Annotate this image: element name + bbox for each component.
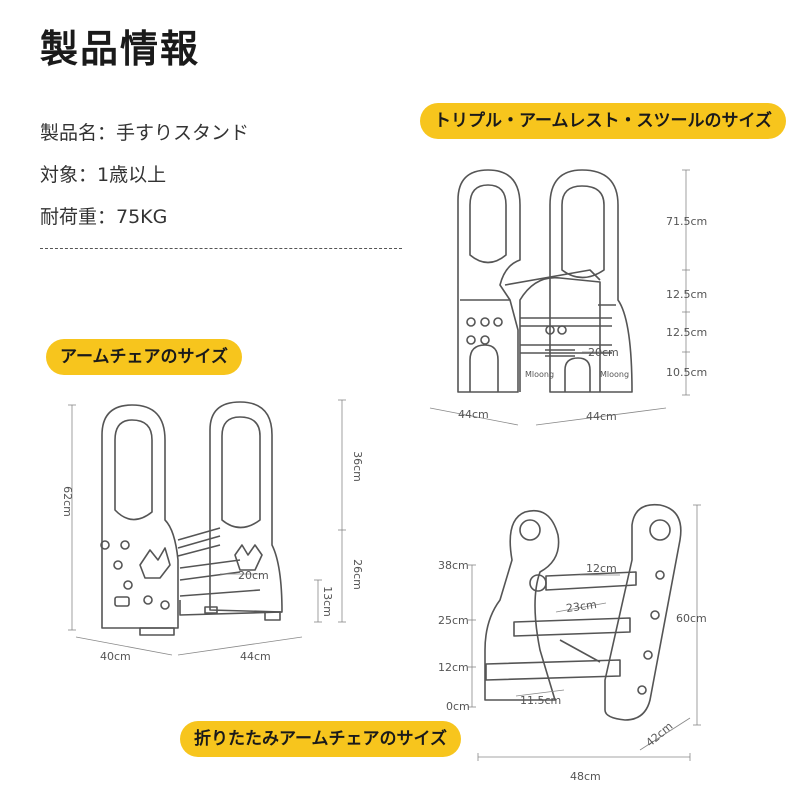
folding-dim-25: 25cm: [438, 614, 469, 627]
page-title: 製品情報: [40, 27, 201, 71]
triple-dim-h1: 71.5cm: [666, 215, 708, 228]
armchair-dim-lower: 26cm: [350, 559, 364, 590]
triple-dim-h2: 12.5cm: [666, 288, 708, 301]
armchair-dim-upper: 36cm: [350, 451, 364, 482]
triple-dim-h3: 12.5cm: [666, 326, 708, 339]
triple-brand-mark-2: Mloong: [600, 370, 630, 379]
folding-dim-38: 38cm: [438, 559, 469, 572]
folding-dim-width: 48cm: [570, 770, 601, 783]
dashed-divider: [40, 248, 402, 249]
target-age: 対象：1歳以上: [40, 164, 167, 186]
armchair-dim-step: 13cm: [320, 586, 334, 617]
section-label-triple: トリプル・アームレスト・スツールのサイズ: [420, 103, 786, 139]
folding-dim-height: 60cm: [676, 612, 707, 625]
section-label-armchair: アームチェアのサイズ: [46, 339, 242, 375]
folding-dim-step-low: 11.5cm: [520, 694, 562, 707]
armchair-dim-depth: 40cm: [100, 650, 131, 663]
triple-dim-inner: 20cm: [588, 346, 619, 359]
armchair-dim-inner: 20cm: [238, 569, 269, 582]
triple-dim-width: 44cm: [586, 410, 617, 423]
armchair-dim-width: 44cm: [240, 650, 271, 663]
folding-chair-drawing: [484, 503, 682, 721]
folding-dim-0: 0cm: [446, 700, 470, 713]
triple-stool-drawing: [457, 169, 633, 393]
armchair-drawing: [100, 401, 283, 636]
max-load: 耐荷重：75KG: [40, 206, 168, 228]
triple-dim-h4: 10.5cm: [666, 366, 708, 379]
product-name: 製品名：手すりスタンド: [40, 122, 250, 144]
triple-dim-depth: 44cm: [458, 408, 489, 421]
folding-dim-step-top: 12cm: [586, 562, 617, 575]
triple-brand-mark: Mloong: [525, 370, 555, 379]
section-label-folding: 折りたたみアームチェアのサイズ: [180, 721, 461, 757]
armchair-dim-total: 62cm: [60, 486, 74, 517]
folding-dim-12: 12cm: [438, 661, 469, 674]
